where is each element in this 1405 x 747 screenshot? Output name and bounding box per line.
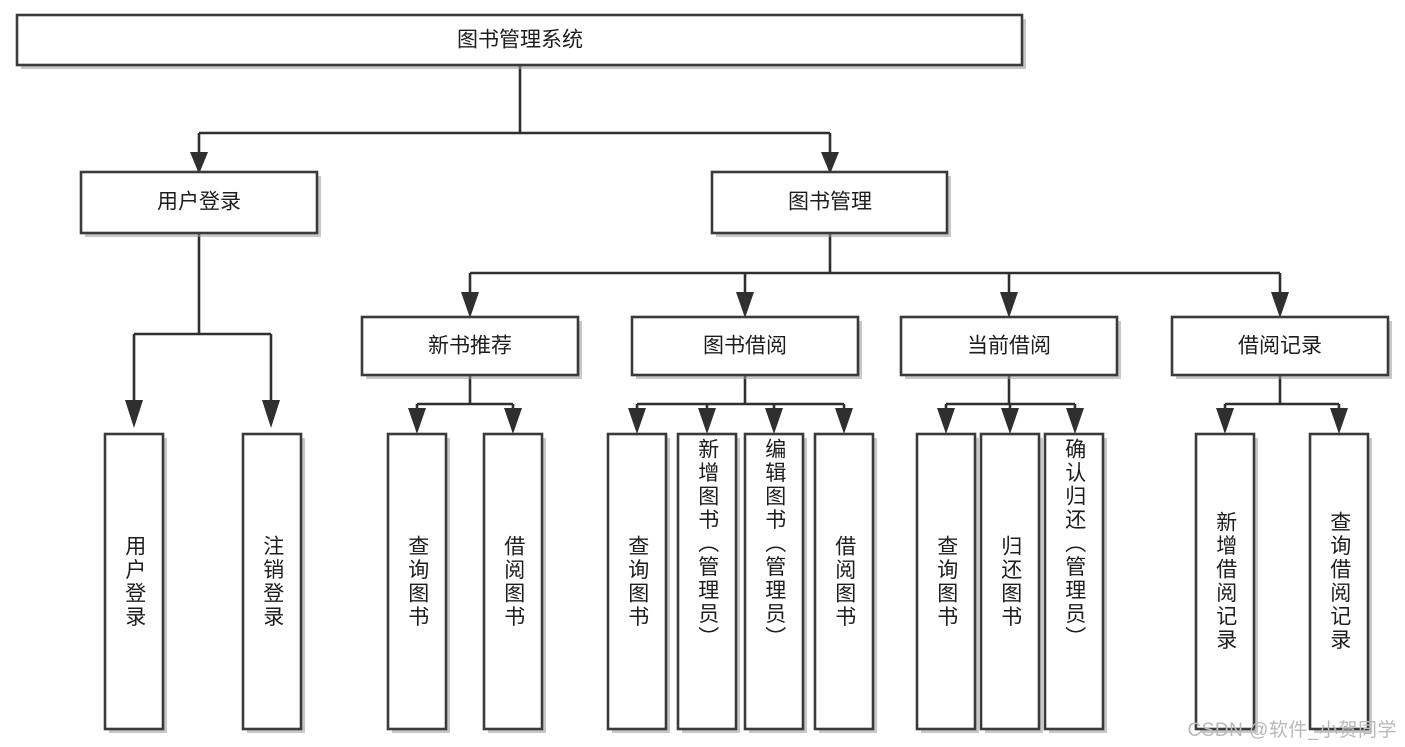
node-book-manage[interactable]: 图书管理	[710, 170, 951, 237]
node-user-login[interactable]: 用户登录	[79, 170, 321, 237]
arrow-leaf-user-login	[125, 400, 143, 428]
leaf-query-record-box[interactable]	[1308, 432, 1370, 731]
current-borrow-label: 当前借阅	[967, 335, 1051, 358]
arrow-leaf-query-record	[1330, 408, 1348, 434]
book-borrow-label: 图书借阅	[703, 335, 787, 358]
arrow-to-book-manage	[821, 152, 839, 174]
node-new-book-recommend[interactable]: 新书推荐	[360, 315, 582, 379]
leaf-add-book-box[interactable]	[676, 432, 738, 731]
book-borrow-box[interactable]	[630, 315, 860, 377]
arrow-borrow-record	[1271, 292, 1289, 318]
borrow-record-label: 借阅记录	[1238, 335, 1322, 358]
arrow-leaf-borrow-book-2	[835, 408, 853, 434]
book-manage-label: 图书管理	[788, 191, 872, 214]
leaf-add-record-box[interactable]	[1194, 432, 1256, 731]
arrow-leaf-return-book	[1001, 408, 1019, 434]
node-root[interactable]: 图书管理系统	[15, 13, 1026, 69]
new-book-recommend-box[interactable]	[360, 315, 580, 377]
arrow-leaf-borrow-book-1	[504, 408, 522, 434]
leaf-confirm-return-box[interactable]	[1043, 432, 1105, 731]
node-borrow-record[interactable]: 借阅记录	[1170, 315, 1392, 379]
root-label: 图书管理系统	[457, 29, 583, 52]
leaf-query-book-2-box[interactable]	[606, 432, 668, 731]
csdn-watermark: CSDN @软件_小贺同学	[1187, 720, 1397, 741]
connector-layer	[125, 66, 1348, 434]
arrow-to-user-login	[190, 152, 208, 174]
borrow-record-box[interactable]	[1170, 315, 1390, 377]
node-book-borrow[interactable]: 图书借阅	[630, 315, 862, 379]
arrow-current-borrow	[1000, 292, 1018, 318]
leaf-boxes	[103, 432, 1372, 733]
arrow-leaf-logout-login	[262, 400, 280, 428]
arrow-leaf-confirm-return	[1066, 408, 1084, 434]
root-box[interactable]	[15, 13, 1024, 67]
arrow-leaf-query-book-2	[628, 408, 646, 434]
current-borrow-box[interactable]	[899, 315, 1119, 377]
leaf-logout-login-box[interactable]	[241, 432, 303, 731]
arrow-book-borrow	[736, 292, 754, 318]
leaf-borrow-book-1-box[interactable]	[482, 432, 544, 731]
leaf-edit-book-box[interactable]	[743, 432, 805, 731]
arrow-new-book-recommend	[461, 292, 479, 318]
arrow-leaf-query-book-1	[408, 408, 426, 434]
arrow-leaf-edit-book	[765, 408, 783, 434]
user-login-label: 用户登录	[157, 191, 241, 214]
arrow-leaf-add-book	[698, 408, 716, 434]
user-login-box[interactable]	[79, 170, 319, 235]
leaf-query-book-3-box[interactable]	[915, 432, 977, 731]
leaf-user-login-box[interactable]	[103, 432, 165, 731]
arrow-leaf-query-book-3	[937, 408, 955, 434]
leaf-return-book-box[interactable]	[979, 432, 1041, 731]
arrow-leaf-add-record	[1216, 408, 1234, 434]
node-current-borrow[interactable]: 当前借阅	[899, 315, 1121, 379]
book-manage-box[interactable]	[710, 170, 949, 235]
leaf-borrow-book-2-box[interactable]	[813, 432, 875, 731]
new-book-recommend-label: 新书推荐	[428, 335, 512, 358]
leaf-query-book-1-box[interactable]	[386, 432, 448, 731]
